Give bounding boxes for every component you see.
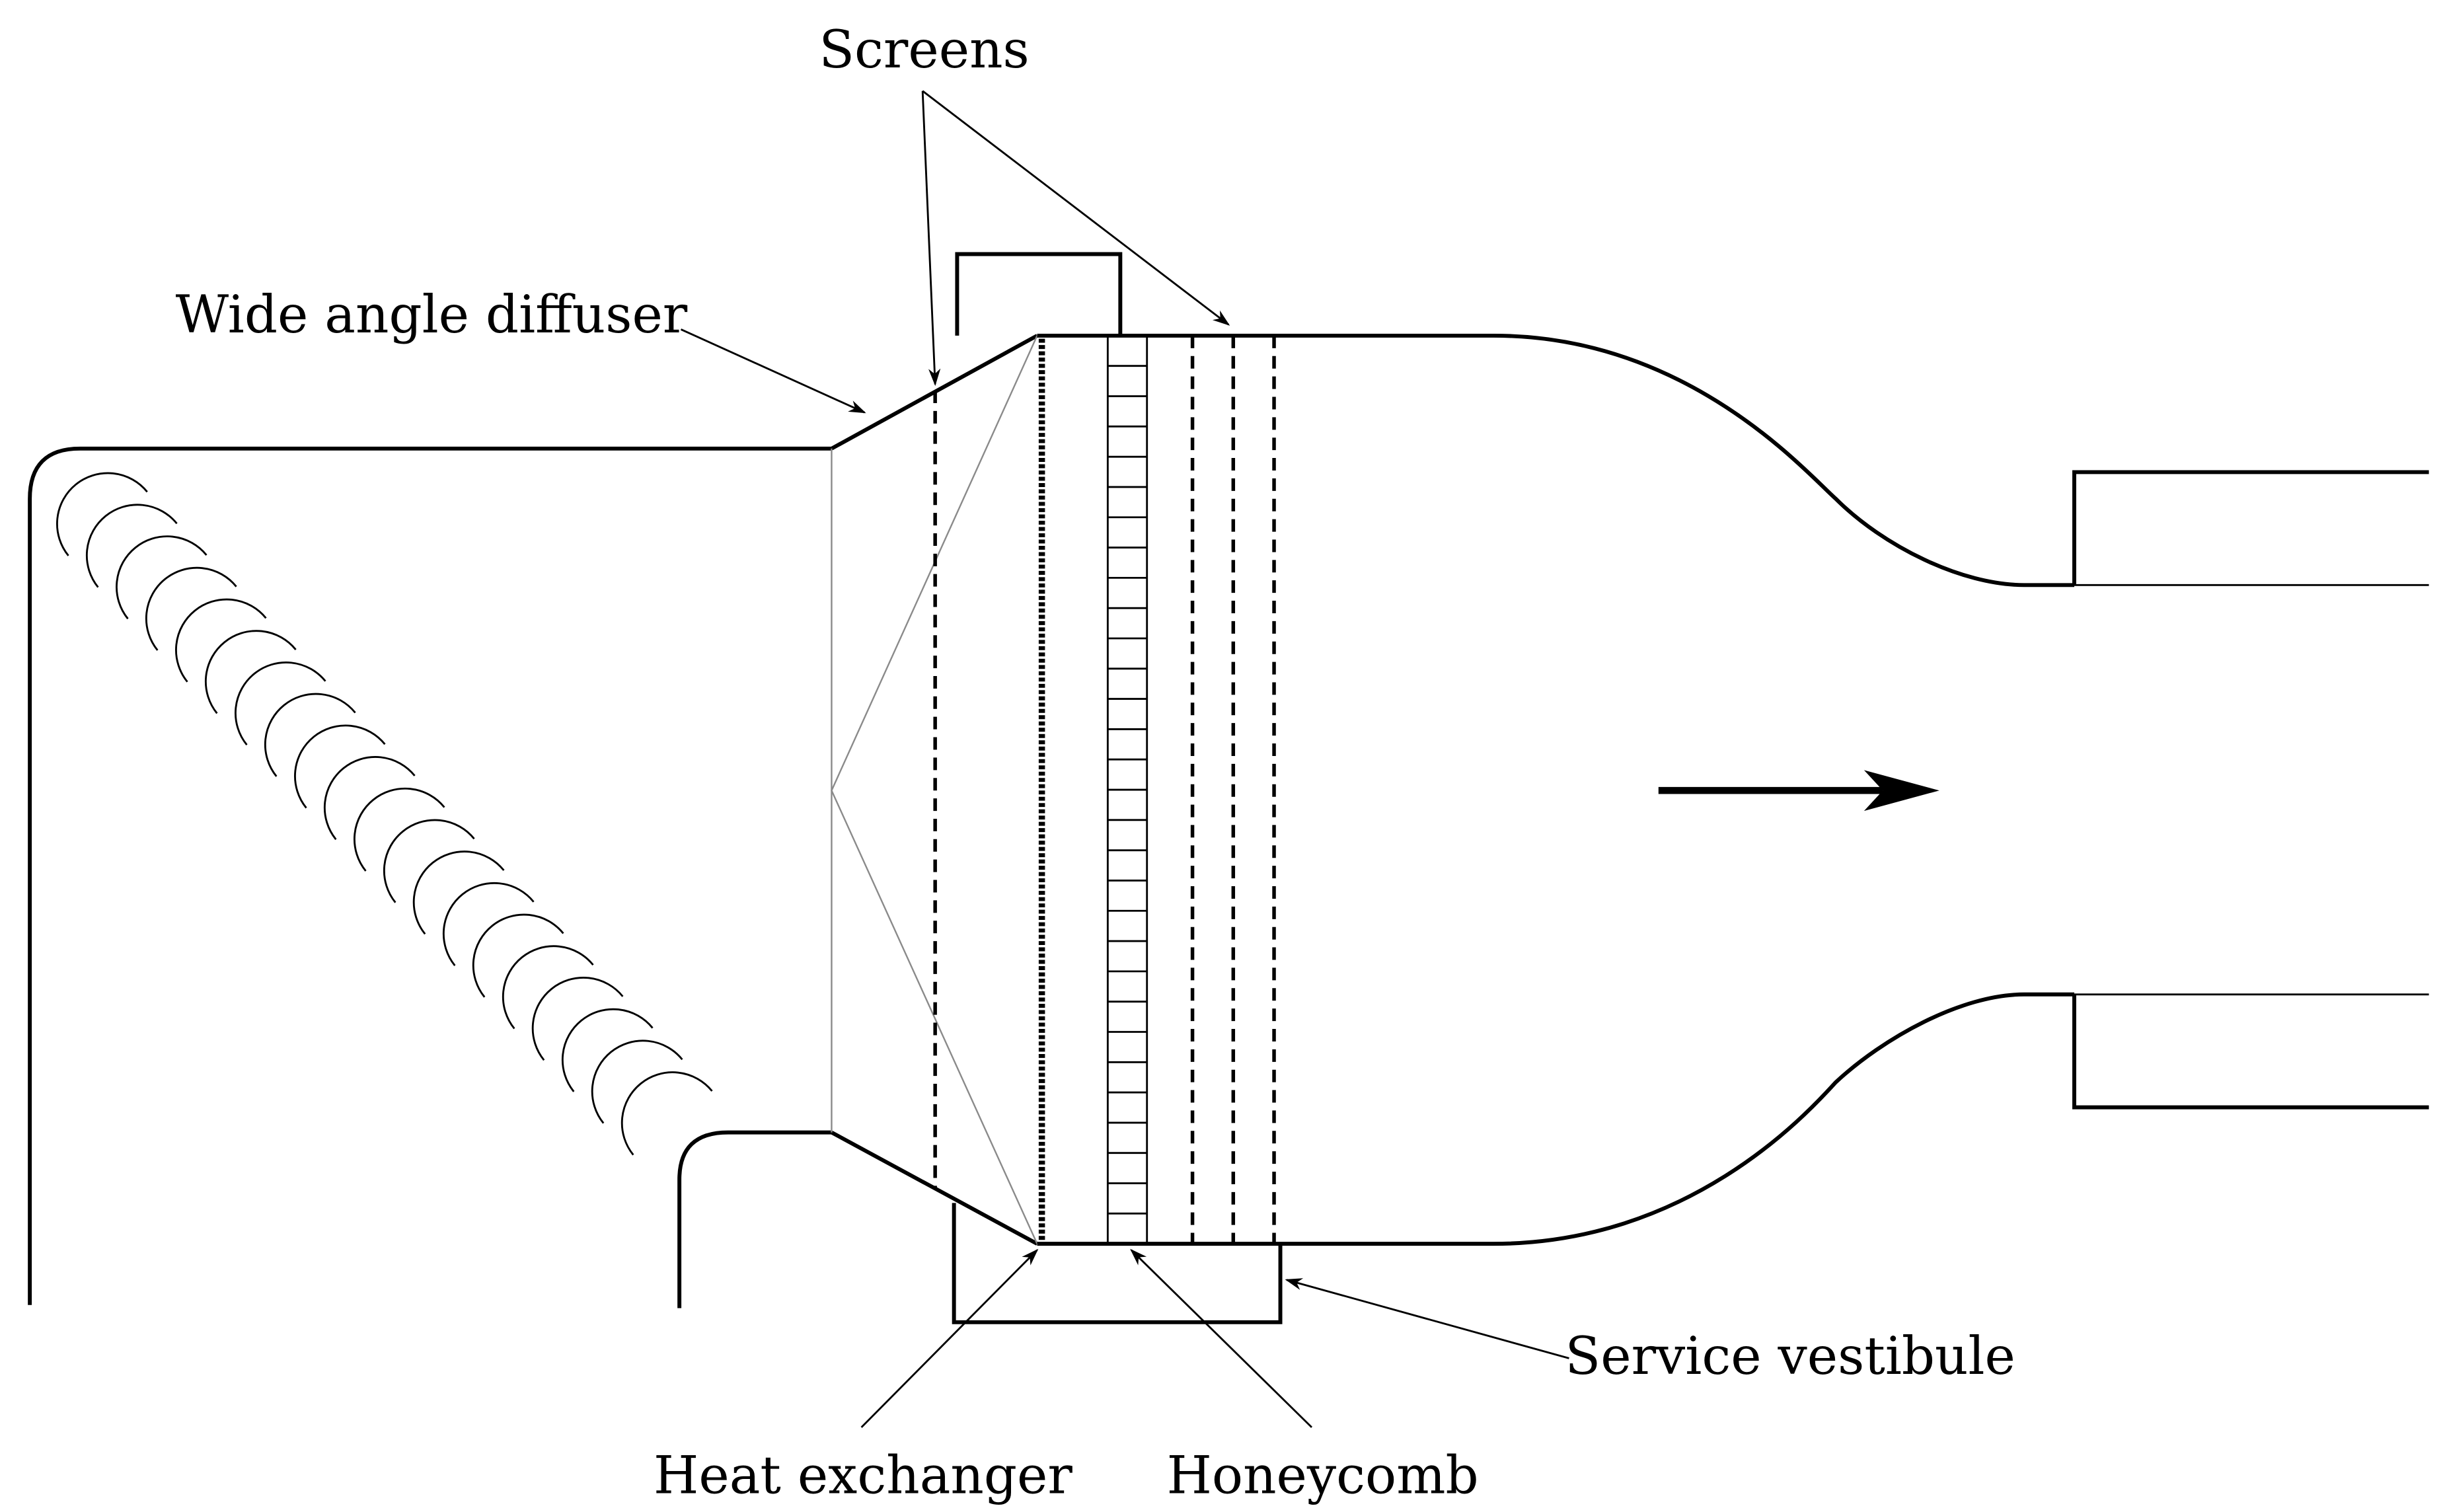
turning-vane: [293, 724, 386, 809]
turning-vane: [531, 977, 624, 1061]
turning-vane: [85, 504, 178, 588]
turning-vanes: [56, 472, 713, 1156]
turning-vane: [264, 693, 356, 777]
turning-vane: [561, 1008, 654, 1092]
flow-direction-arrow-head: [1863, 770, 1939, 812]
diffuser-splitter-lines: [831, 335, 1038, 1244]
label-screens: Screens: [819, 20, 1029, 80]
screens-arrow-1: [921, 91, 941, 387]
turning-vane: [145, 566, 237, 651]
contraction-bottom-wall: [1037, 992, 2075, 1246]
label-honeycomb: Honeycomb: [1167, 1446, 1479, 1506]
label-heat-exchanger: Heat exchanger: [654, 1446, 1072, 1506]
heat-exchanger-arrow: [860, 1248, 1039, 1428]
label-wide-angle-diffuser: Wide angle diffuser: [176, 285, 688, 345]
test-section-top-wall: [2072, 470, 2429, 586]
service-vestibule-arrow: [1285, 1278, 1569, 1359]
honeycomb-arrow: [1130, 1248, 1313, 1428]
turning-vane: [235, 662, 326, 746]
screens-arrow-2: [922, 90, 1230, 326]
label-service-vestibule: Service vestibule: [1565, 1326, 2015, 1386]
honeycomb: [1106, 335, 1148, 1244]
turning-vane: [412, 850, 505, 935]
contraction-top-wall: [1037, 333, 2075, 587]
wide-angle-diffuser-bottom-wall: [831, 1131, 1038, 1246]
turning-vane: [175, 598, 267, 683]
turning-vane: [116, 535, 207, 620]
return-duct-inner-wall: [677, 1130, 832, 1308]
turning-vane: [472, 913, 564, 998]
turning-vane: [442, 882, 535, 966]
access-hatch-top: [955, 252, 1123, 336]
turning-vane: [204, 630, 297, 714]
service-vestibule: [952, 1203, 1283, 1324]
turning-vane: [383, 819, 475, 903]
turning-vane: [620, 1071, 713, 1156]
test-section-bottom-wall: [2072, 994, 2429, 1110]
turning-vane: [56, 472, 148, 556]
return-duct-outer-wall: [28, 446, 832, 1305]
turning-vane: [323, 756, 416, 841]
wide-angle-diffuser-arrow: [680, 328, 866, 414]
turning-vane: [353, 787, 445, 872]
turning-vane: [502, 945, 594, 1030]
turning-vane: [591, 1040, 683, 1124]
